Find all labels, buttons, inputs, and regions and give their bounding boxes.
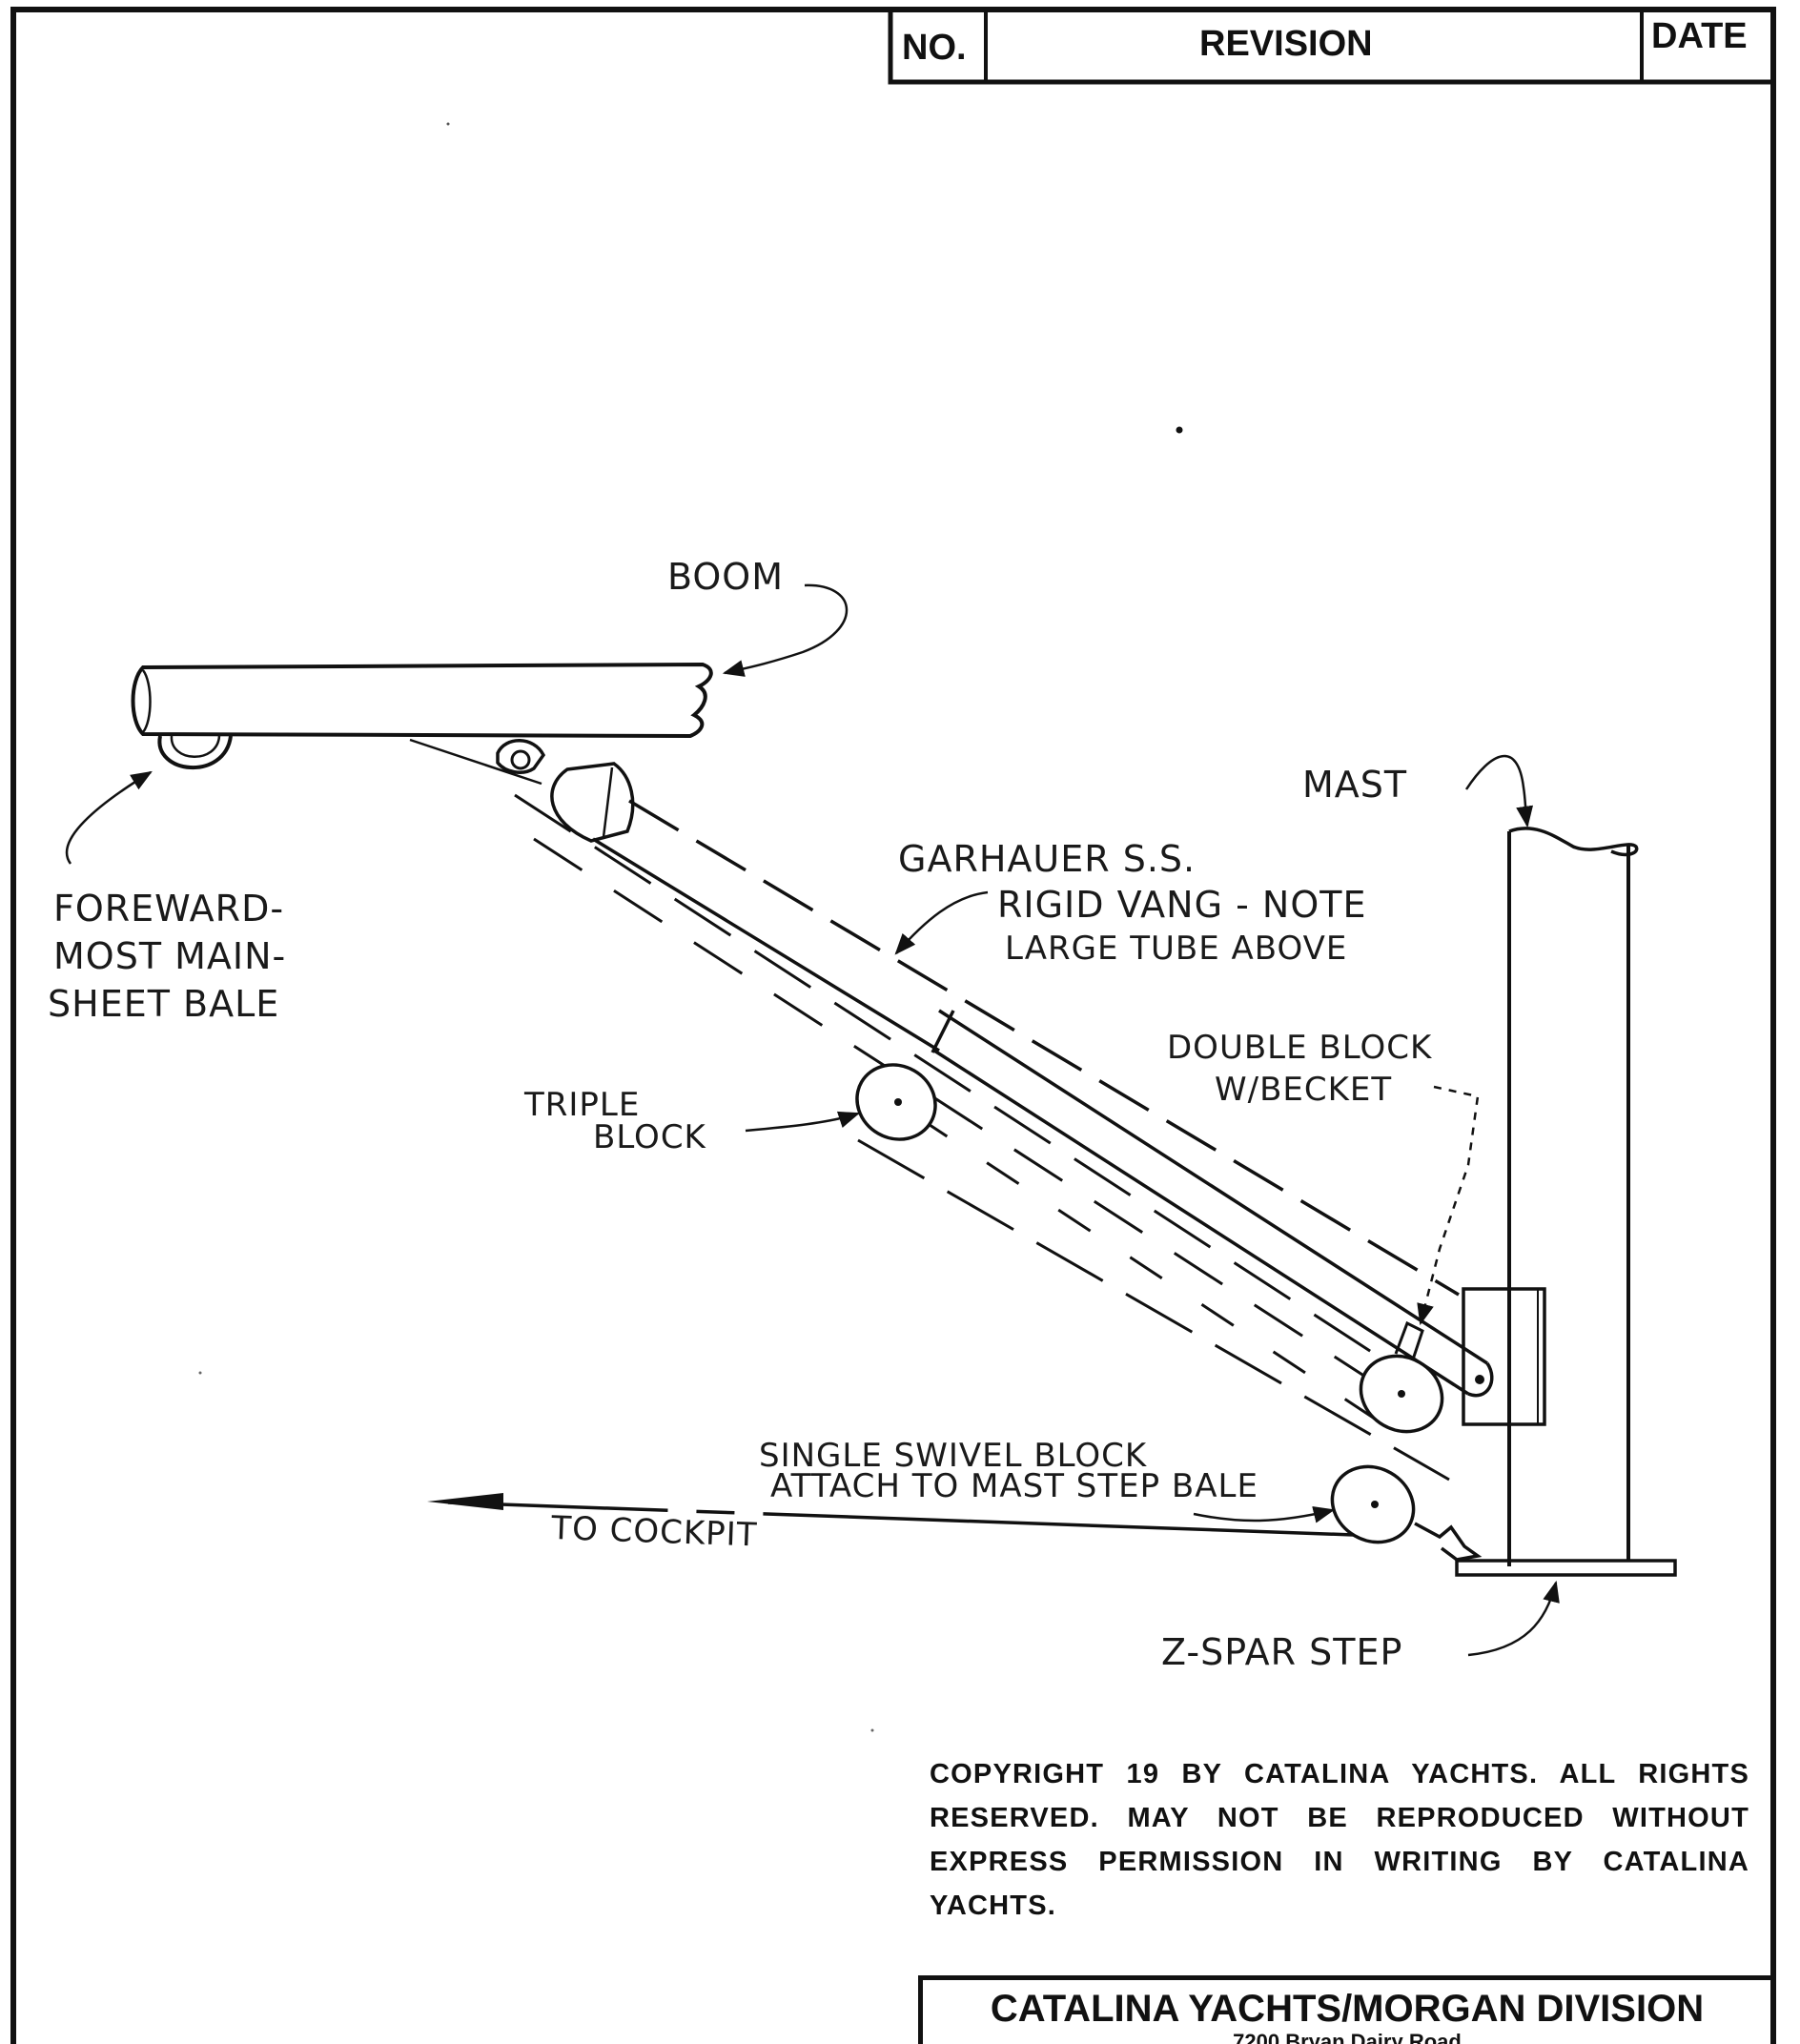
boom-pointer-line <box>409 738 542 786</box>
boom-label: BOOM <box>667 556 784 598</box>
vang-end-cap <box>1467 1362 1494 1398</box>
boom-fitting-pin <box>510 749 531 770</box>
to-cockpit-label: TO COCKPIT <box>550 1509 758 1555</box>
triple-block-label-1: TRIPLE <box>523 1086 640 1124</box>
double-block-label-1: DOUBLE BLOCK <box>1167 1029 1433 1067</box>
revision-date-label: DATE <box>1651 16 1748 56</box>
vang-tackle-line <box>857 1138 1450 1482</box>
mast-top-break <box>1508 827 1639 857</box>
speck <box>1176 426 1183 434</box>
vang-label-1: GARHAUER S.S. <box>898 838 1196 880</box>
double-block <box>1359 1320 1444 1434</box>
vang-large-tube <box>550 762 635 843</box>
vang-outer-bottom <box>592 837 940 1053</box>
revision-no-label: NO. <box>902 28 967 68</box>
revision-label: REVISION <box>1199 24 1373 64</box>
speck <box>446 122 450 126</box>
mast-label: MAST <box>1302 764 1407 806</box>
triple-block-pin <box>894 1098 902 1106</box>
mast <box>1455 827 1677 1577</box>
mast-fitting <box>1462 1287 1546 1426</box>
vang-dashed-line-1 <box>514 793 1393 1367</box>
vang-label-2: RIGID VANG - NOTE <box>997 884 1366 926</box>
boom-end-inner <box>141 669 152 733</box>
foreward-bale-label-3: SHEET BALE <box>48 983 279 1025</box>
boom-fitting <box>496 739 546 774</box>
foreward-bale-label-2: MOST MAIN- <box>53 935 286 977</box>
copyright-notice: COPYRIGHT 19 BY CATALINA YACHTS. ALL RIG… <box>930 1759 1749 1921</box>
single-swivel-block <box>1330 1464 1483 1562</box>
company-name: CATALINA YACHTS/MORGAN DIVISION <box>990 1988 1705 2030</box>
vang-tackle-line-2 <box>914 1114 1393 1432</box>
triple-block <box>855 1063 937 1141</box>
swivel-block-label-1: SINGLE SWIVEL BLOCK <box>759 1437 1148 1475</box>
vang-leader <box>894 890 989 955</box>
revision-block-frame <box>888 7 1776 85</box>
rigid-vang <box>514 762 1494 1482</box>
vang-label-3: LARGE TUBE ABOVE <box>1005 930 1347 968</box>
vang-large-tube-edge <box>602 766 614 838</box>
revision-block: NO. REVISION DATE <box>888 7 1776 85</box>
speck <box>198 1371 202 1375</box>
mast-step-plate <box>1455 1559 1677 1577</box>
swivel-block-leader <box>1193 1505 1336 1523</box>
forward-bale-inner <box>170 735 221 758</box>
mast-leader <box>1464 755 1534 828</box>
zspar-leader <box>1467 1580 1560 1657</box>
vang-end-pin <box>1475 1375 1484 1384</box>
company-address: 7200 Bryan Dairy Road <box>1233 2030 1462 2044</box>
foreward-bale-label-1: FOREWARD- <box>53 888 284 930</box>
vang-outer-top <box>628 799 1460 1297</box>
swivel-block-label-2: ATTACH TO MAST STEP BALE <box>770 1467 1258 1505</box>
boom-body <box>131 662 713 739</box>
boom-leader <box>722 583 849 677</box>
swivel-shackle <box>1414 1522 1483 1562</box>
vang-dashed-line-2 <box>533 837 1393 1396</box>
double-block-pin <box>1398 1390 1405 1398</box>
double-block-label-2: W/BECKET <box>1215 1071 1392 1109</box>
boom <box>131 662 713 786</box>
forward-bale <box>157 735 233 770</box>
title-block: CATALINA YACHTS/MORGAN DIVISION 7200 Bry… <box>918 1975 1776 2044</box>
double-block-leader <box>1417 1085 1480 1326</box>
speck <box>870 1728 874 1732</box>
double-block-shackle <box>1394 1320 1424 1360</box>
vang-inner-bottom <box>933 1049 1469 1396</box>
to-cockpit-arrowhead <box>427 1493 503 1510</box>
zspar-step-label: Z-SPAR STEP <box>1161 1631 1402 1673</box>
triple-block-label-2: BLOCK <box>593 1118 707 1156</box>
triple-block-leader <box>745 1111 861 1133</box>
vang-inner-top <box>938 1009 1488 1365</box>
swivel-block-pin <box>1371 1501 1379 1508</box>
bale-leader <box>65 770 153 865</box>
to-cockpit-line <box>447 1501 1355 1537</box>
